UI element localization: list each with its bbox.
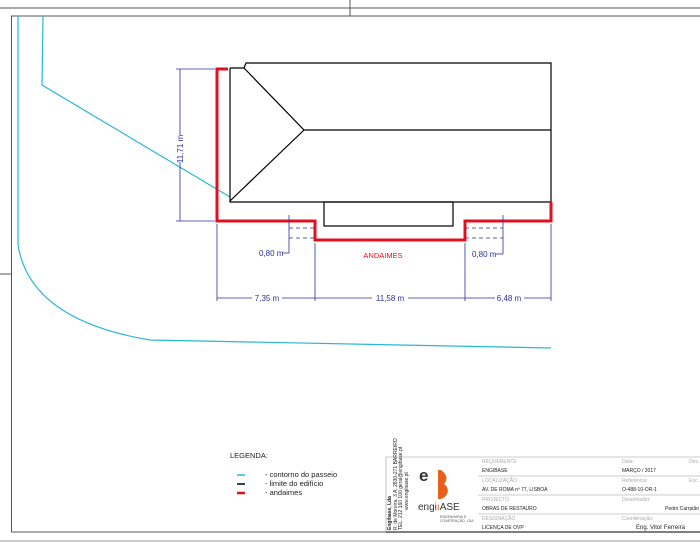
company-logo: e engiıASE ENGENHARIA E CONSTRUÇÃO, LDA — [418, 466, 474, 523]
date-label: Data: — [622, 459, 634, 465]
requester-value: ENGIBASE — [482, 468, 508, 474]
title-block: Engibase, Lda R. de Moreira, 3 A, 2830-2… — [385, 438, 700, 533]
legend-title: LEGENDA: — [230, 451, 268, 460]
requester-label: REQUERENTE — [482, 459, 517, 465]
svg-text:ENGENHARIA E: ENGENHARIA E — [440, 515, 467, 519]
svg-text:TEL. 212 160 100 geral@engiba: TEL. 212 160 100 geral@engibase.pt — [398, 446, 404, 530]
reference-label: Referência: — [622, 478, 648, 484]
dimension-lines — [176, 68, 552, 301]
sidewalk-contour — [17, 15, 552, 349]
location-value: AV. DE ROMA nº 77, LISBOA — [482, 487, 548, 493]
legend: LEGENDA: - contorno do passeio - limite … — [230, 451, 337, 497]
scale-label: Esc. — [689, 478, 699, 484]
legend-item-building: - limite do edifício — [265, 479, 323, 488]
legend-item-scaffold: - andaimes — [265, 488, 302, 497]
coordination-label: Coordenação: — [622, 516, 653, 522]
designation-label: DESIGNAÇÃO — [482, 515, 515, 522]
project-label: PROJECTO — [482, 497, 509, 503]
date-value: MARÇO / 2017 — [622, 468, 656, 474]
location-label: LOCALIZAÇÃO — [482, 477, 517, 484]
sheet-des-label: Des. — [689, 459, 699, 465]
legend-item-sidewalk: - contorno do passeio — [265, 470, 337, 479]
svg-text:Engibase, Lda: Engibase, Lda — [387, 496, 393, 530]
svg-text:e: e — [419, 466, 428, 485]
company-sidebar: Engibase, Lda R. de Moreira, 3 A, 2830-2… — [387, 438, 410, 530]
svg-text:CONSTRUÇÃO, LDA: CONSTRUÇÃO, LDA — [440, 518, 474, 523]
building-outline — [229, 62, 552, 227]
dimension-offset-left: 0,80 m — [259, 249, 284, 258]
designation-value: LICENÇA DE OVP — [482, 525, 524, 531]
dimension-offset-right: 0,80 m — [472, 250, 497, 259]
svg-text:engiıASE: engiıASE — [418, 502, 460, 513]
scaffold-label: ANDAIMES — [363, 251, 402, 260]
reference-value: O-488-10-OR-1 — [622, 487, 657, 493]
dimension-height-left: 11,71 m — [176, 135, 185, 164]
scaffold-outline — [215, 67, 553, 242]
dimension-segment-right: 6,48 m — [497, 294, 522, 303]
dimension-segment-left: 7,35 m — [255, 294, 280, 303]
svg-text:www.engibase.pt: www.engibase.pt — [404, 472, 410, 510]
dimension-segment-middle: 11,58 m — [376, 294, 405, 303]
drafter-value: Pedro Carrpião — [665, 506, 699, 512]
svg-text:R. de Moreira, 3 A, 2830-271 B: R. de Moreira, 3 A, 2830-271 BARREIRO — [393, 438, 399, 530]
drafter-label: Desenhador: — [622, 497, 651, 503]
coordination-value: Eng. Vitor Ferreira — [636, 525, 686, 531]
project-value: OBRAS DE RESTAURO — [482, 506, 537, 512]
